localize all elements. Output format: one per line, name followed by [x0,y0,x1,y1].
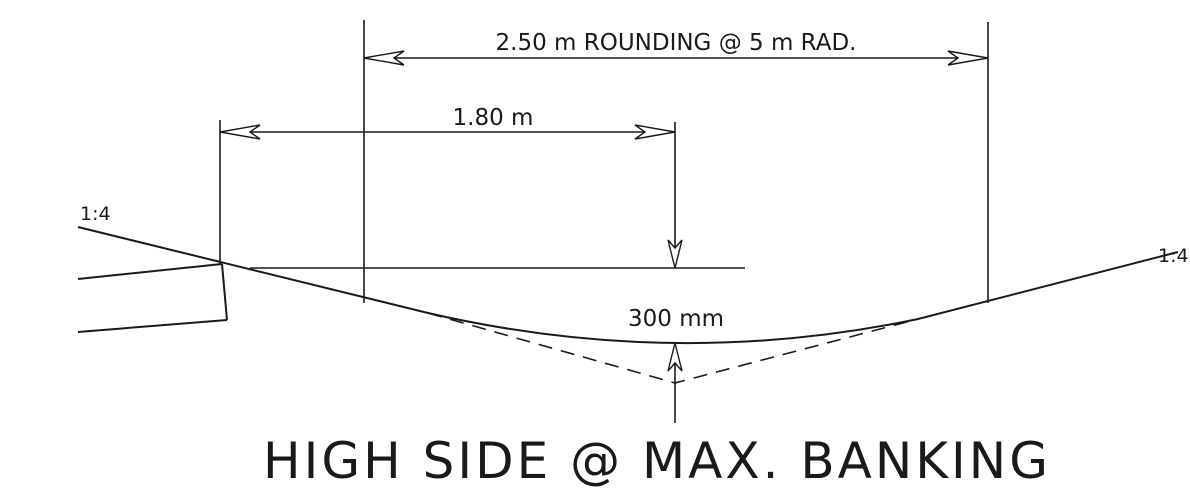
rounding-dimension-label: 2.50 m ROUNDING @ 5 m RAD. [496,30,857,56]
left-slope-label: 1:4 [80,203,111,225]
offset-dimension-label: 1.80 m [453,105,534,131]
dimension-offset [219,124,676,140]
arrowhead [363,50,405,66]
depth-dimension-label: 300 mm [628,306,724,332]
drawing-title: HIGH SIDE @ MAX. BANKING [263,432,1051,490]
right-slope-label: 1:4 [1158,245,1189,267]
dimension-rounding [363,50,989,66]
arrowhead-depth-bottom [667,342,683,372]
arrowhead [634,124,676,140]
left-edge-lines [77,263,228,333]
arrowhead [947,50,989,66]
arrowhead-depth-top [667,239,683,269]
arrowhead [219,124,261,140]
ground-profile [77,226,1179,345]
